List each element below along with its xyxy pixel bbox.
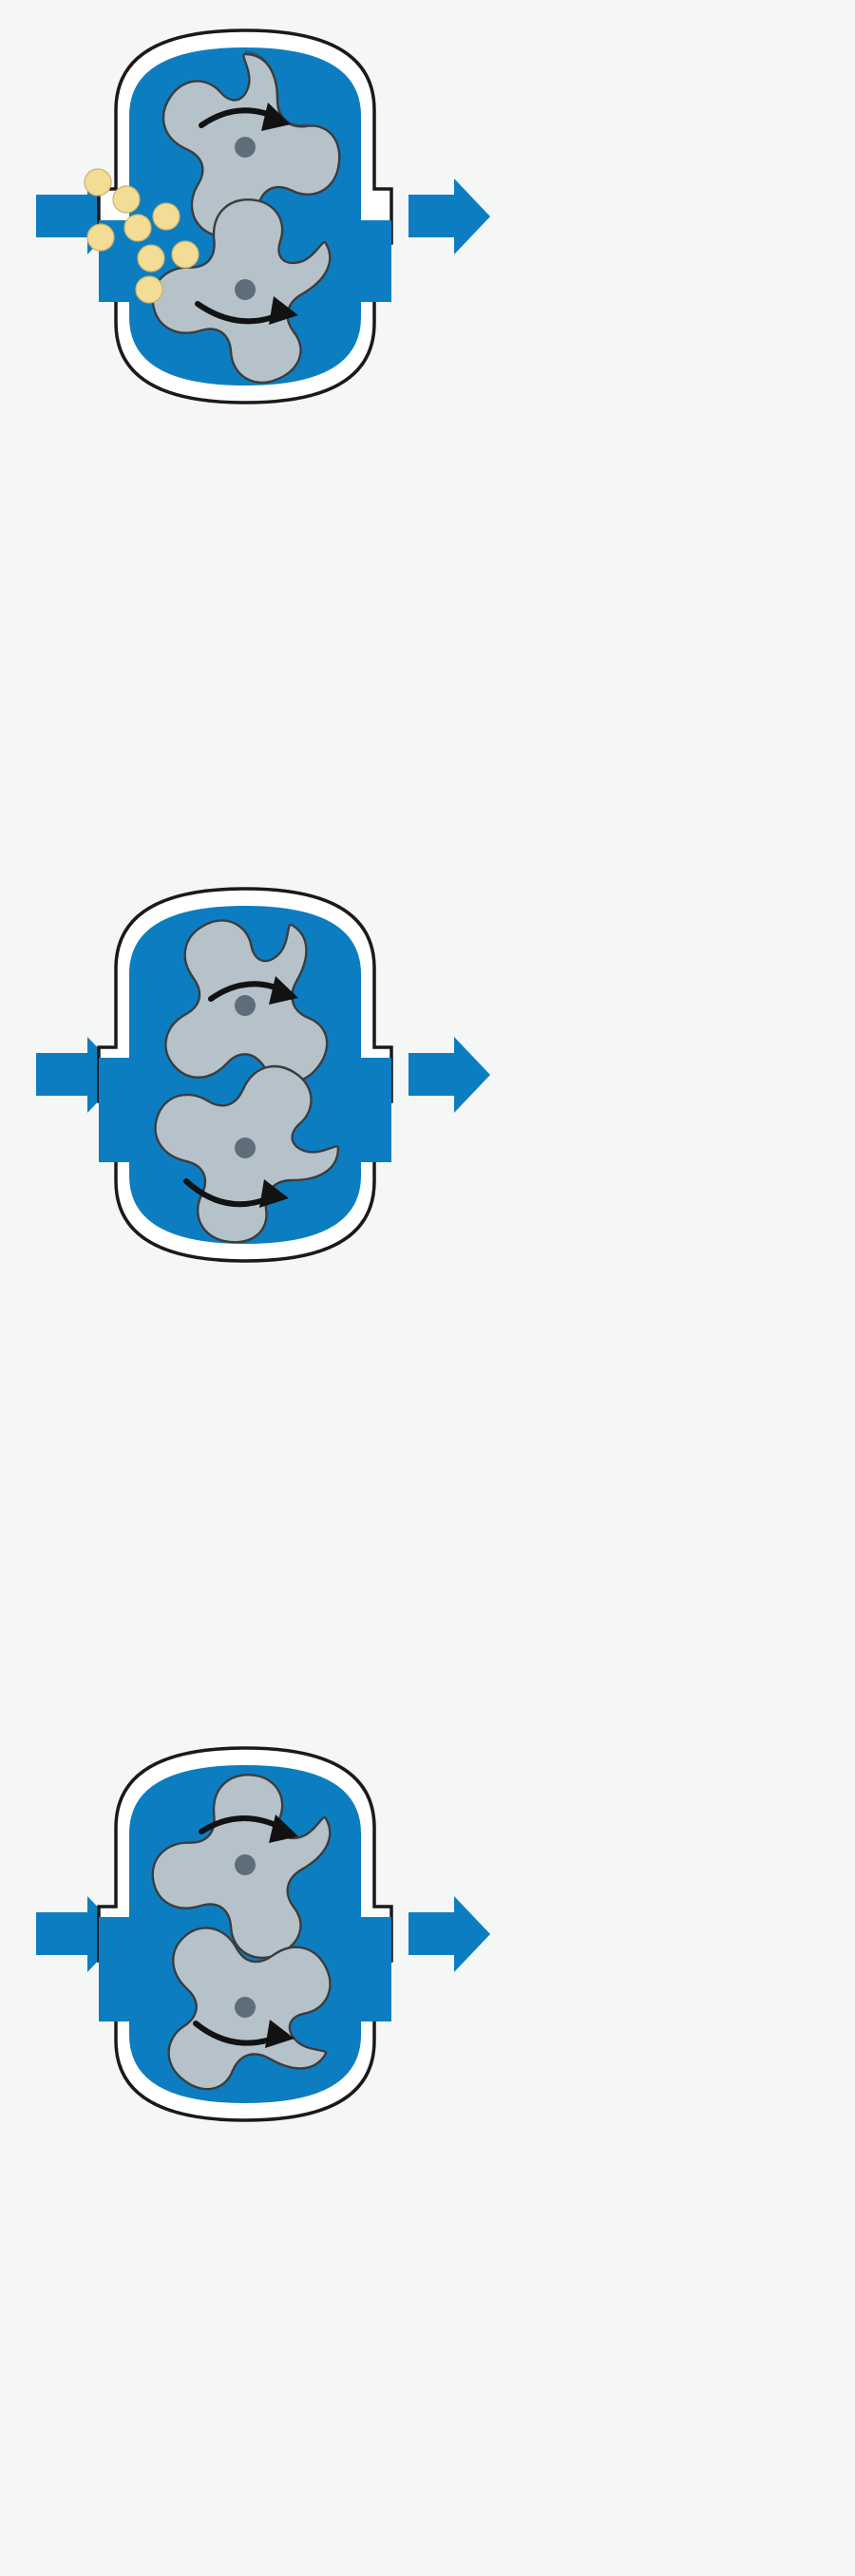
pump-panel-3-discharge: [0, 1718, 855, 2576]
suspended-particle: [84, 168, 112, 197]
suspended-particle: [86, 223, 115, 252]
suspended-particle: [152, 202, 180, 231]
rotation-direction-arrow-upper: [208, 976, 298, 1005]
rotor-shaft-upper: [235, 137, 256, 158]
suspended-particle: [171, 240, 200, 269]
rotation-direction-arrow-lower: [195, 296, 298, 325]
suspended-particle: [137, 244, 165, 273]
rotor-shaft-lower: [235, 279, 256, 300]
rotation-direction-arrow-upper: [199, 103, 291, 131]
rotation-direction-arrow-upper: [199, 1814, 298, 1843]
outlet-flow-arrow: [408, 179, 490, 254]
pump-panel-1-suction: [0, 0, 855, 858]
outlet-flow-arrow: [408, 1896, 490, 1972]
trilobe-rotor-upper: [151, 1774, 332, 1960]
rotor-shaft-upper: [235, 1854, 256, 1875]
trilobe-rotor-lower: [167, 1927, 332, 2091]
suspended-particle: [124, 214, 152, 242]
outlet-flow-arrow: [408, 1037, 490, 1113]
trilobe-rotor-upper: [164, 919, 329, 1083]
rotor-shaft-lower: [235, 1997, 256, 2018]
suspended-particle: [135, 275, 163, 304]
trilobe-rotor-lower: [154, 1064, 340, 1244]
particle-group-inlet: [84, 168, 200, 304]
rotation-direction-arrow-lower: [193, 2020, 294, 2048]
suspended-particle: [112, 185, 141, 214]
rotor-shaft-upper: [235, 995, 256, 1016]
pump-panel-2-transfer: [0, 858, 855, 1717]
trilobe-rotor-lower: [151, 198, 332, 385]
rotor-shaft-lower: [235, 1138, 256, 1158]
rotation-direction-arrow-lower: [183, 1178, 289, 1208]
